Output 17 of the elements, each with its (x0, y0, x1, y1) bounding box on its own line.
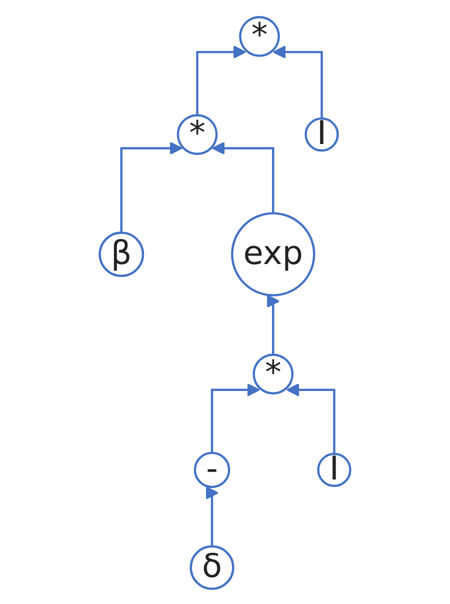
arrow (272, 46, 323, 119)
node-circle: exp (231, 212, 316, 296)
node-circle: I (317, 452, 352, 487)
node-circle: * (176, 114, 218, 155)
arrow (205, 486, 219, 546)
node-circle: I (304, 117, 339, 152)
arrow (266, 294, 280, 355)
node-circle: * (239, 16, 280, 57)
arrow (212, 142, 274, 214)
arrow (210, 383, 260, 453)
node-circle: - (194, 452, 230, 488)
arrow (196, 46, 246, 116)
arrow (286, 383, 336, 454)
node-circle: δ (190, 545, 234, 590)
node-circle: β (98, 232, 144, 277)
node-circle: * (252, 354, 294, 394)
arrow (120, 142, 183, 233)
